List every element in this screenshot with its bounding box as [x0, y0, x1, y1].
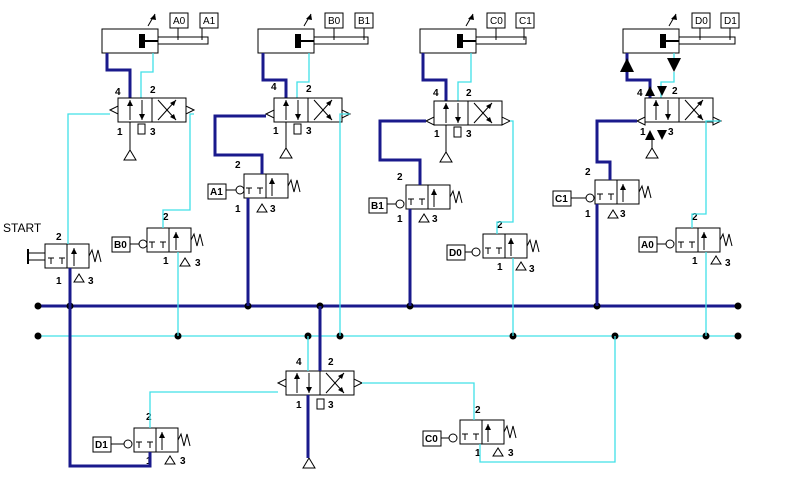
port-label: 4 [296, 357, 302, 368]
port-label: 2 [397, 172, 403, 183]
port-label: 2 [672, 86, 678, 97]
limit-valve-label: B0 [114, 240, 127, 251]
limit-valve-c0: C0 2 1 3 [422, 405, 517, 459]
port-label: 3 [620, 209, 626, 220]
limit-valve-a1: A1 2 1 3 [207, 160, 301, 215]
port-label: 4 [271, 82, 277, 93]
cylinder-valve-lines [105, 53, 681, 101]
port-label: 2 [56, 232, 62, 243]
port-label: 3 [306, 126, 312, 137]
port-label: 2 [692, 212, 698, 223]
port-label: 1 [475, 448, 481, 459]
port-label: 3 [195, 258, 201, 269]
port-label: 1 [434, 129, 440, 140]
limit-valve-b1: B1 2 1 3 [368, 172, 463, 225]
port-label: 2 [150, 85, 156, 96]
port-label: 2 [235, 160, 241, 171]
port-label: 1 [235, 204, 241, 215]
limit-valve-d0: D0 2 1 3 [446, 220, 540, 275]
port-label: 2 [328, 357, 334, 368]
limit-valve-label: D1 [95, 440, 108, 451]
limit-valve-c1: C1 2 1 3 [552, 167, 652, 220]
limit-valve-label: C0 [425, 434, 438, 445]
port-label: 1 [640, 127, 646, 138]
port-label: 4 [637, 88, 643, 99]
sensor-label-a0: A0 [173, 16, 186, 27]
port-label: 3 [529, 264, 535, 275]
pilot-piping [67, 113, 721, 463]
cylinder-b: B0 B1 [257, 12, 374, 54]
port-label: 2 [585, 167, 591, 178]
limit-valve-label: B1 [371, 201, 384, 212]
cylinder-a: A0 A1 [101, 12, 219, 54]
main-valve-d: 4 2 1 3 [635, 86, 723, 159]
limit-valve-label: C1 [555, 194, 568, 205]
limit-valve-label: A1 [210, 187, 223, 198]
sensor-label-c0: C0 [490, 16, 503, 27]
limit-valve-b0: B0 2 1 3 [111, 212, 204, 269]
port-label: 3 [432, 214, 438, 225]
sensor-label-b1: B1 [358, 16, 371, 27]
port-label: 3 [725, 258, 731, 269]
sensor-label-a1: A1 [203, 16, 216, 27]
main-valve-b: 4 2 1 3 [264, 82, 352, 159]
port-label: 3 [180, 456, 186, 467]
port-label: 1 [56, 276, 62, 287]
port-label: 1 [397, 214, 403, 225]
port-label: 2 [466, 88, 472, 99]
supply-lines [34, 302, 742, 340]
port-label: 2 [497, 220, 503, 231]
port-label: 4 [433, 88, 439, 99]
limit-valve-label: A0 [641, 240, 654, 251]
port-label: 2 [306, 84, 312, 95]
memory-valve: 4 2 1 3 [276, 357, 364, 469]
port-label: 3 [270, 204, 276, 215]
port-label: 3 [88, 276, 94, 287]
port-label: 3 [668, 127, 674, 138]
limit-valve-d1: D1 2 1 3 [92, 412, 191, 467]
port-label: 1 [273, 126, 279, 137]
main-valve-a: 4 2 1 3 [108, 85, 196, 161]
main-valve-c: 4 2 1 3 [424, 88, 512, 163]
sensor-label-c1: C1 [519, 16, 532, 27]
port-label: 3 [466, 129, 472, 140]
port-label: 3 [150, 127, 156, 138]
cylinder-d: D0 D1 [622, 12, 740, 54]
sensor-label-b0: B0 [328, 16, 341, 27]
sensor-label-d0: D0 [695, 16, 708, 27]
start-label: START [3, 221, 42, 235]
port-label: 1 [497, 262, 503, 273]
port-label: 1 [585, 209, 591, 220]
start-valve: 2 1 3 [27, 232, 102, 287]
port-label: 3 [508, 448, 514, 459]
port-label: 3 [328, 400, 334, 411]
port-label: 1 [692, 256, 698, 267]
port-label: 1 [163, 256, 169, 267]
port-label: 2 [146, 412, 152, 423]
port-label: 1 [117, 127, 123, 138]
limit-valve-a0: A0 2 1 3 [638, 212, 733, 269]
port-label: 2 [475, 405, 481, 416]
sensor-label-d1: D1 [724, 16, 737, 27]
main-piping [68, 114, 637, 468]
port-label: 1 [296, 400, 302, 411]
limit-valve-label: D0 [449, 248, 462, 259]
cylinder-c: C0 C1 [419, 12, 535, 54]
port-label: 2 [163, 212, 169, 223]
port-label: 4 [115, 87, 121, 98]
